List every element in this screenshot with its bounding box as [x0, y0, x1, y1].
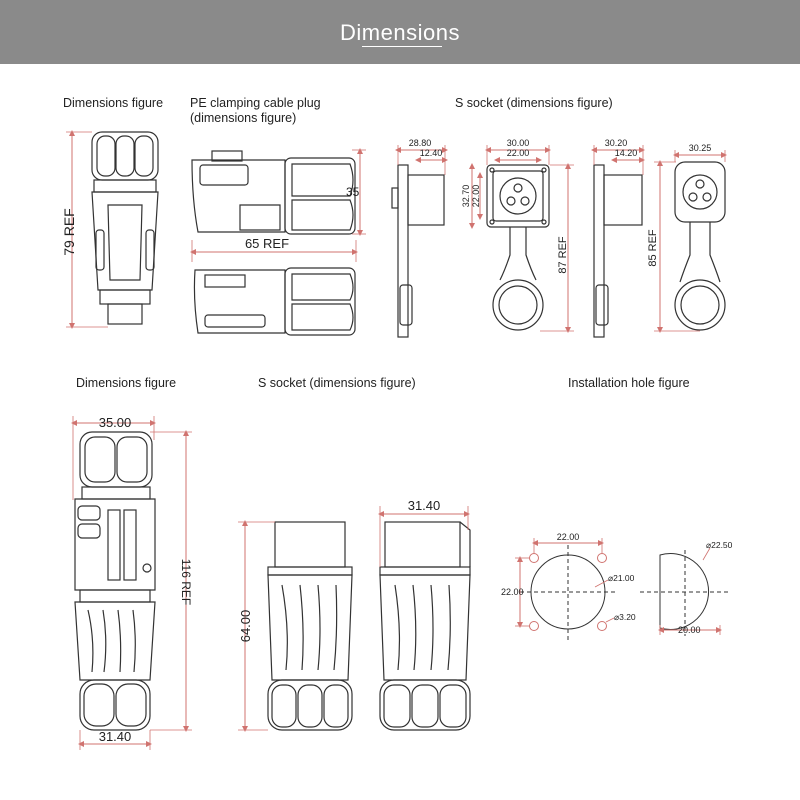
- dim-label-hole-20-00: 20.00: [678, 625, 701, 635]
- socket-body-2-drawing: [379, 521, 471, 731]
- dim-30-00-22-00-32-70-87: 30.00 22.00 32.70 22.00 87 REF: [461, 138, 574, 333]
- dim-label-35-00: 35.00: [99, 415, 132, 430]
- dim-label-30-20: 30.20: [605, 138, 628, 148]
- dim-label-30-25: 30.25: [689, 143, 712, 153]
- dim-label-hole-d21: ⌀21.00: [608, 573, 635, 583]
- socket-body-1-drawing: [267, 521, 353, 731]
- dim-31-40-top: 31.40: [378, 498, 470, 567]
- dim-hole-2: ⌀22.50 20.00: [658, 540, 733, 635]
- dim-label-30-00: 30.00: [507, 138, 530, 148]
- dim-label-28-80: 28.80: [409, 138, 432, 148]
- pe-plug-top-drawing: [193, 267, 356, 336]
- install-hole-2-drawing: [640, 550, 730, 636]
- dim-label-hole-22-00-left: 22.00: [501, 587, 524, 597]
- dim-label-32-70: 32.70: [461, 185, 471, 208]
- page-title: Dimensions: [340, 20, 460, 45]
- pe-plug-side-drawing: [191, 150, 356, 235]
- dim-30-25-85: 30.25 85 REF: [647, 143, 727, 333]
- dim-label-65-ref: 65 REF: [245, 236, 289, 251]
- dim-label-22-00-top: 22.00: [507, 148, 530, 158]
- dim-65-ref: 65 REF: [190, 236, 358, 262]
- page-header: Dimensions: [0, 0, 800, 64]
- dim-label-14-20: 14.20: [615, 148, 638, 158]
- dim-30-20-14-20: 30.20 14.20: [591, 138, 645, 175]
- label-s-socket-bottom: S socket (dimensions figure): [258, 376, 416, 390]
- install-hole-1-drawing: [520, 545, 616, 640]
- socket-side-2-drawing: [593, 164, 643, 338]
- dim-hole-1: 22.00 22.00 ⌀21.00 ⌀3.20: [501, 532, 636, 628]
- dim-label-64-00: 64.00: [238, 610, 253, 643]
- dim-label-31-40-top: 31.40: [408, 498, 441, 513]
- socket-front-drawing: [486, 164, 550, 331]
- dim-label-85-ref: 85 REF: [647, 229, 659, 267]
- dim-label-79-ref: 79 REF: [61, 208, 77, 255]
- label-dimensions-figure-top: Dimensions figure: [63, 96, 164, 110]
- plug-vertical-drawing: [91, 131, 159, 325]
- label-installation-hole: Installation hole figure: [568, 376, 690, 390]
- dim-label-hole-22-00-top: 22.00: [557, 532, 580, 542]
- dim-28-80-12-40: 28.80 12.40: [395, 138, 448, 175]
- dim-64-00: 64.00: [238, 520, 275, 732]
- dim-35-00-116-31-40: 35.00 116 REF 31.40: [71, 415, 193, 750]
- label-s-socket-top: S socket (dimensions figure): [455, 96, 613, 110]
- dim-79-ref: 79 REF: [61, 130, 108, 329]
- socket-side-1-drawing: [391, 164, 445, 338]
- dim-label-31-40-bottom: 31.40: [99, 729, 132, 744]
- dim-label-hole-d3-20: ⌀3.20: [614, 612, 636, 622]
- dim-label-87-ref: 87 REF: [557, 236, 569, 274]
- dim-35: 35: [346, 148, 366, 236]
- dim-label-12-40: 12.40: [420, 148, 443, 158]
- label-dimensions-figure-bottom: Dimensions figure: [76, 376, 177, 390]
- assembly-drawing: [74, 431, 156, 731]
- title-underline: [362, 46, 442, 47]
- dim-label-35: 35: [346, 185, 360, 199]
- label-pe-clamping-plug: PE clamping cable plug (dimensions figur…: [190, 96, 321, 125]
- socket-rear-drawing: [674, 161, 726, 331]
- dim-label-hole-d22-50: ⌀22.50: [706, 540, 733, 550]
- dim-label-22-00-side: 22.00: [471, 185, 481, 208]
- dim-label-116-ref: 116 REF: [179, 559, 193, 605]
